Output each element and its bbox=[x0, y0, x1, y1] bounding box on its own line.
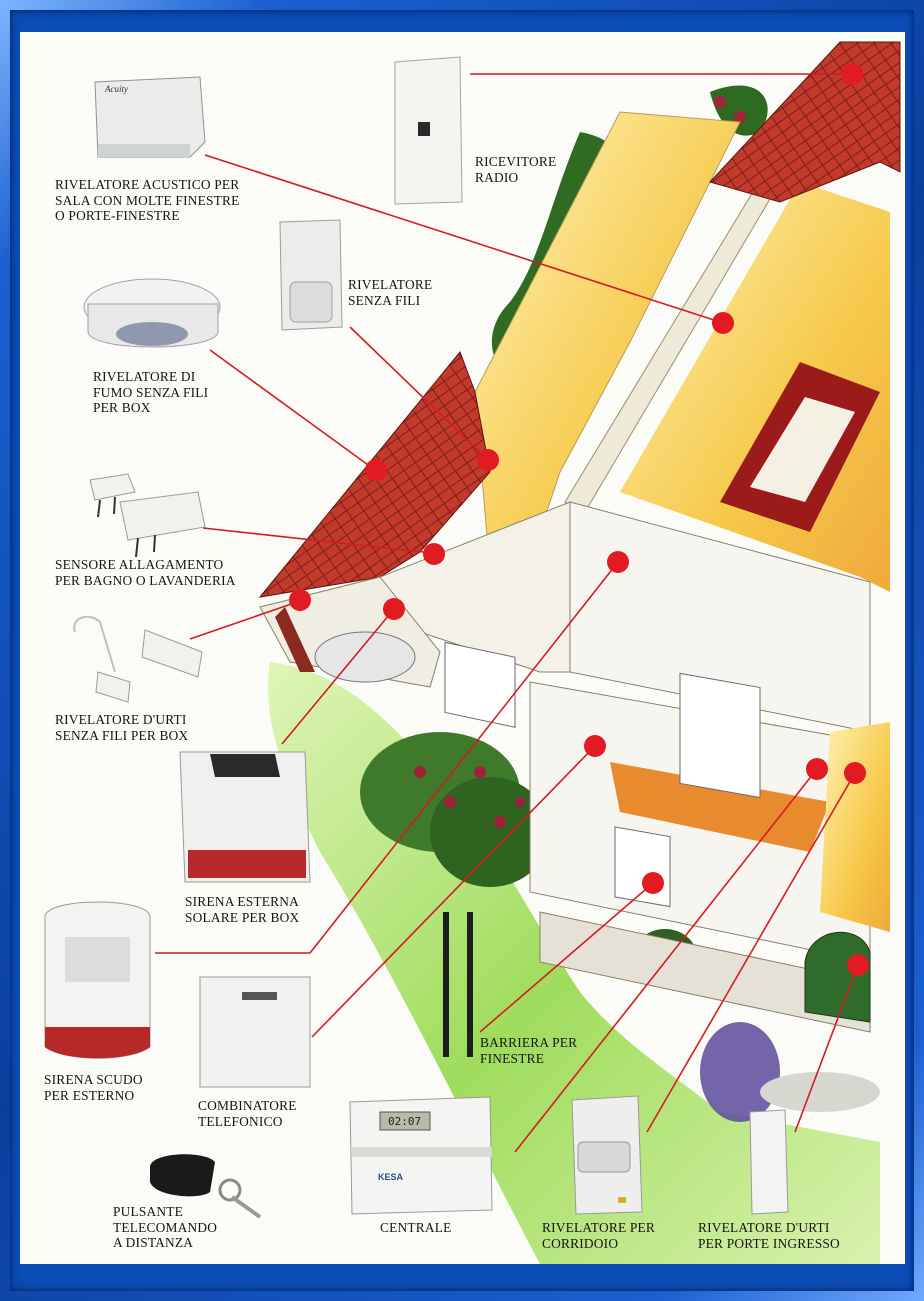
marker-shock-door bbox=[847, 954, 869, 976]
marker-flood bbox=[423, 543, 445, 565]
radio-receiver-device bbox=[394, 56, 463, 205]
flood-sensor-device bbox=[89, 473, 206, 558]
window-2 bbox=[444, 641, 516, 728]
window-1 bbox=[679, 672, 761, 799]
remote-device bbox=[150, 1154, 262, 1219]
marker-shock-box bbox=[289, 589, 311, 611]
diagram-canvas: Acuity bbox=[20, 32, 905, 1264]
window-3 bbox=[614, 826, 671, 908]
smoke-detector-device bbox=[83, 278, 221, 348]
lcd-display: 02:07 bbox=[388, 1115, 422, 1128]
garden-bushes bbox=[360, 732, 880, 1122]
door-shock-detector-device bbox=[749, 1109, 789, 1215]
shield-siren-device bbox=[44, 901, 151, 1059]
foundation bbox=[539, 911, 871, 1033]
corridor-detector-device bbox=[571, 1095, 643, 1215]
marker-radio bbox=[841, 63, 863, 85]
lower-floor bbox=[610, 762, 830, 852]
label-control: CENTRALE bbox=[380, 1220, 452, 1235]
acoustic-detector-device: Acuity bbox=[94, 76, 206, 158]
acoustic-logo-text: Acuity bbox=[104, 84, 128, 94]
marker-shield-siren bbox=[607, 551, 629, 573]
lower-right-room bbox=[820, 722, 890, 932]
wireless-detector-device bbox=[279, 219, 343, 331]
solar-siren-device bbox=[179, 751, 311, 883]
marker-dialer bbox=[584, 735, 606, 757]
control-unit-device bbox=[349, 1096, 493, 1215]
marker-corridor bbox=[844, 762, 866, 784]
marker-barrier bbox=[642, 872, 664, 894]
sensor-markers bbox=[289, 63, 869, 976]
telephone-dialer-device bbox=[199, 976, 311, 1088]
window-barrier-device bbox=[443, 912, 473, 1057]
front-door bbox=[804, 931, 871, 1023]
marker-acoustic bbox=[712, 312, 734, 334]
connector-lines bbox=[155, 73, 859, 1153]
brand-text: KESA bbox=[378, 1172, 404, 1182]
shock-detector-box-device bbox=[73, 615, 203, 703]
house-illustration: Acuity bbox=[44, 41, 901, 1264]
marker-wireless bbox=[477, 449, 499, 471]
marker-control bbox=[806, 758, 828, 780]
marker-solar-siren bbox=[383, 598, 405, 620]
marker-smoke bbox=[365, 459, 387, 481]
